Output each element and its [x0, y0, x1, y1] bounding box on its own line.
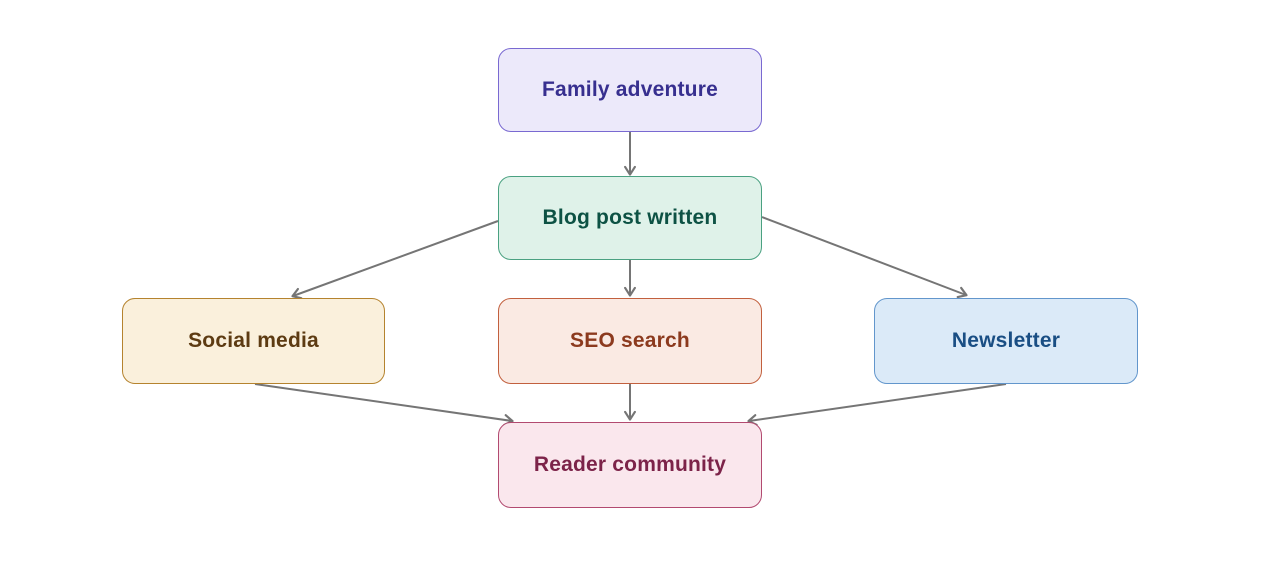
node-family-adventure-label: Family adventure	[542, 78, 718, 101]
edge-newsletter-to-reader	[747, 383, 1007, 426]
edge-social-to-reader	[254, 383, 514, 426]
node-social-media: Social media	[122, 298, 385, 384]
node-blog-post-written: Blog post written	[498, 176, 762, 260]
node-family-adventure: Family adventure	[498, 48, 762, 132]
node-seo-search-label: SEO search	[570, 329, 690, 352]
node-blog-post-written-label: Blog post written	[542, 206, 718, 229]
node-seo-search: SEO search	[498, 298, 762, 384]
node-newsletter: Newsletter	[874, 298, 1138, 384]
edge-blog-to-newsletter	[761, 216, 968, 299]
node-social-media-label: Social media	[188, 329, 319, 352]
node-reader-community: Reader community	[498, 422, 762, 508]
node-reader-community-label: Reader community	[533, 453, 727, 476]
edge-blog-to-social	[291, 220, 499, 300]
node-newsletter-label: Newsletter	[951, 329, 1061, 352]
